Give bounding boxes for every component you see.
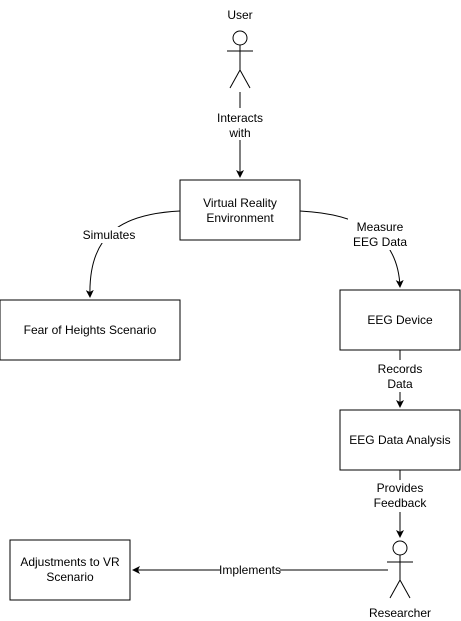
node-vr-environment-label-line2: Environment <box>206 211 274 225</box>
edge-records-label-line1: Records <box>378 362 423 376</box>
node-vr-environment-label-line1: Virtual Reality <box>203 196 277 210</box>
edge-measure: Measure EEG Data <box>299 210 408 288</box>
node-fear-of-heights-label: Fear of Heights Scenario <box>24 323 157 337</box>
edge-implements: Implements <box>132 563 388 577</box>
user-actor: User <box>227 8 253 89</box>
edge-records-label-line2: Data <box>387 377 413 391</box>
node-eeg-data-analysis-label: EEG Data Analysis <box>349 433 450 447</box>
edge-interacts-label-line2: with <box>228 126 250 140</box>
edge-measure-label-line2: EEG Data <box>353 235 407 249</box>
node-adjustments-label-line2: Scenario <box>46 570 94 584</box>
node-eeg-device-label: EEG Device <box>367 313 433 327</box>
edge-measure-label-line1: Measure <box>357 220 404 234</box>
edge-interacts: Interacts with <box>214 92 266 178</box>
node-vr-environment: Virtual Reality Environment <box>179 179 301 241</box>
user-label: User <box>227 8 252 22</box>
edge-interacts-label-line1: Interacts <box>217 111 263 125</box>
edge-simulates-label: Simulates <box>83 228 136 242</box>
node-adjustments-label-line1: Adjustments to VR <box>20 555 120 569</box>
node-eeg-device: EEG Device <box>339 289 461 351</box>
edge-feedback: Provides Feedback <box>370 470 430 538</box>
edge-simulates: Simulates <box>80 210 181 298</box>
edge-feedback-label-line1: Provides <box>377 481 424 495</box>
node-eeg-data-analysis: EEG Data Analysis <box>339 409 461 471</box>
edge-feedback-label-line2: Feedback <box>374 496 428 510</box>
node-fear-of-heights: Fear of Heights Scenario <box>0 299 181 361</box>
node-adjustments: Adjustments to VR Scenario <box>9 539 131 601</box>
edge-implements-label: Implements <box>219 563 281 577</box>
researcher-label: Researcher <box>369 606 431 620</box>
researcher-actor: Researcher <box>369 540 431 620</box>
edge-records: Records Data <box>374 350 426 408</box>
